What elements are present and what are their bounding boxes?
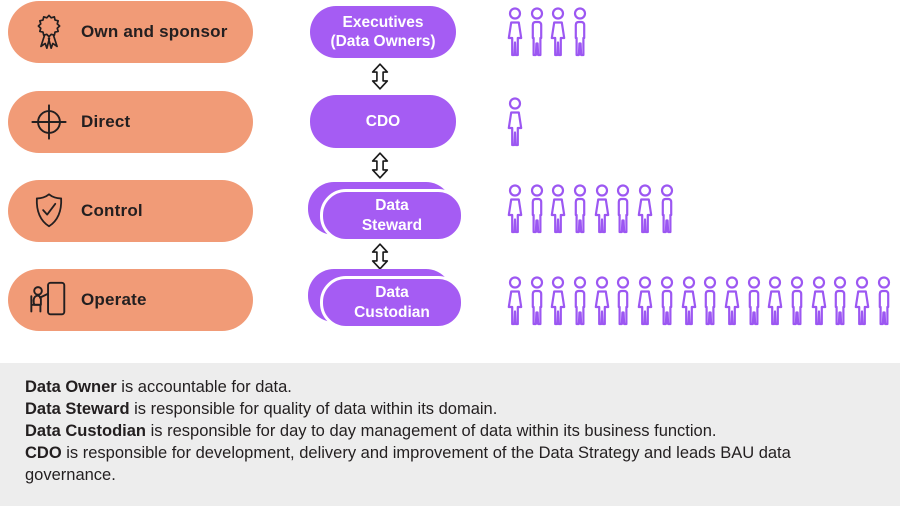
person-icon	[790, 276, 804, 326]
person-icon	[573, 184, 587, 234]
person-icon	[507, 184, 523, 234]
double-arrow-icon	[371, 63, 389, 90]
legend-text: is responsible for day to day management…	[146, 422, 717, 440]
node-line: Executives	[342, 13, 424, 31]
role-label: Direct	[81, 112, 131, 131]
person-icon	[507, 97, 523, 147]
legend-text: is responsible for development, delivery…	[25, 444, 791, 484]
shield-check-icon	[26, 187, 72, 235]
node-line: Data	[375, 284, 409, 302]
target-icon	[26, 98, 72, 146]
role-label: Operate	[81, 290, 147, 309]
people-row-cdo	[505, 97, 527, 147]
person-icon	[681, 276, 696, 326]
person-icon	[617, 276, 630, 326]
person-icon	[530, 7, 543, 57]
person-icon	[811, 276, 826, 326]
person-icon	[637, 276, 653, 326]
people-row-data-custodian	[505, 276, 895, 326]
person-icon	[530, 276, 543, 326]
person-icon	[637, 184, 653, 234]
person-icon	[834, 276, 847, 326]
legend-text: is accountable for data.	[116, 378, 292, 396]
award-ribbon-icon	[26, 8, 72, 56]
double-arrow-icon	[371, 243, 389, 270]
legend-term: Data Custodian	[25, 422, 147, 440]
legend-line-data-owner: Data Owner is accountable for data.	[25, 376, 870, 398]
person-icon	[747, 276, 760, 326]
person-icon	[507, 276, 523, 326]
node-cdo: CDO	[310, 95, 456, 148]
legend-box: Data Owner is accountable for data. Data…	[0, 363, 900, 506]
person-icon	[551, 276, 566, 326]
legend-term: Data Steward	[25, 400, 130, 418]
node-data-custodian: Data Custodian	[308, 269, 468, 333]
legend-text: is responsible for quality of data withi…	[129, 400, 498, 418]
node-line: CDO	[365, 112, 401, 130]
person-icon	[594, 184, 610, 234]
double-arrow-icon	[371, 152, 389, 179]
node-line: Steward	[361, 216, 423, 234]
person-icon	[877, 276, 890, 326]
legend-term: Data Owner	[25, 378, 117, 396]
person-icon	[660, 276, 673, 326]
stacked-pill-front: Data Custodian	[320, 276, 464, 329]
role-pill-direct: Direct	[8, 91, 253, 153]
legend-term: CDO	[25, 444, 62, 462]
person-icon	[507, 7, 523, 57]
people-row-data-steward	[505, 184, 679, 234]
node-line: (Data Owners)	[330, 33, 436, 50]
person-icon	[530, 184, 543, 234]
node-executives: Executives (Data Owners)	[310, 6, 456, 58]
stacked-pill-front: Data Steward	[320, 189, 464, 242]
person-icon	[704, 276, 717, 326]
legend-line-cdo: CDO is responsible for development, deli…	[25, 442, 870, 486]
person-icon	[854, 276, 870, 326]
person-icon	[551, 184, 566, 234]
role-pill-control: Control	[8, 180, 253, 242]
person-icon	[573, 276, 587, 326]
person-icon	[551, 7, 566, 57]
role-pill-own-and-sponsor: Own and sponsor	[8, 1, 253, 63]
person-icon	[617, 184, 630, 234]
people-row-executives	[505, 7, 592, 57]
role-pill-operate: Operate	[8, 269, 253, 331]
person-icon	[573, 7, 587, 57]
node-data-steward: Data Steward	[308, 182, 468, 246]
node-line: Custodian	[354, 303, 430, 321]
role-label: Own and sponsor	[81, 22, 228, 41]
legend-line-data-custodian: Data Custodian is responsible for day to…	[25, 420, 870, 442]
person-icon	[724, 276, 740, 326]
person-icon	[594, 276, 610, 326]
person-icon	[660, 184, 673, 234]
person-icon	[767, 276, 783, 326]
role-label: Control	[81, 201, 143, 220]
person-presenting-icon	[26, 276, 72, 324]
node-line: Data	[375, 197, 409, 215]
legend-line-data-steward: Data Steward is responsible for quality …	[25, 398, 870, 420]
